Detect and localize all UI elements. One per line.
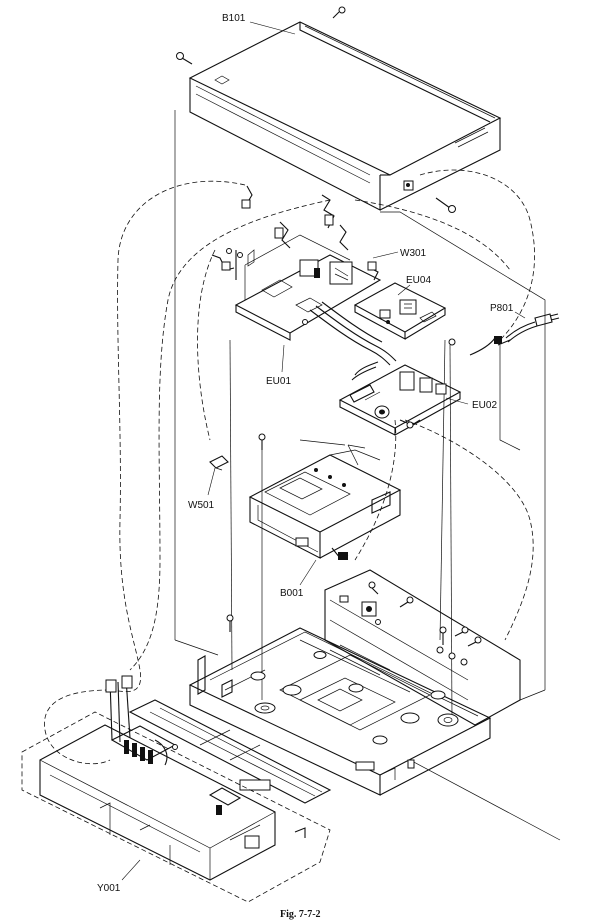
screw-icon: [332, 6, 346, 19]
label-eu01: EU01: [266, 376, 291, 387]
label-y001: Y001: [97, 883, 121, 894]
harness-loops: [44, 169, 535, 764]
screw-icon: [258, 433, 266, 450]
screw-icon: [226, 248, 232, 254]
rear-panel: [324, 569, 521, 726]
screw-icon: [439, 626, 447, 645]
screw-icon: [368, 581, 379, 595]
label-b101: B101: [222, 13, 246, 24]
label-p801: P801: [490, 303, 514, 314]
label-eu04: EU04: [406, 275, 431, 286]
assembly-guides: [174, 110, 561, 841]
screw-icon: [467, 636, 482, 647]
dvd-mechanism-b001: [248, 433, 402, 560]
label-eu02: EU02: [472, 400, 497, 411]
label-b001: B001: [280, 588, 304, 599]
label-w501: W501: [188, 500, 215, 511]
screw-icon: [448, 338, 456, 346]
screw-icon: [226, 614, 234, 632]
screw-icon: [435, 197, 456, 213]
part-labels: B101 W301 EU04 P801 EU01 EU02 W501 B001 …: [97, 13, 526, 894]
power-board-eu02: [338, 361, 462, 436]
flat-cable-w501: [209, 455, 229, 471]
power-cord-p801: [469, 313, 560, 356]
figure-caption: Fig. 7-7-2: [280, 909, 321, 920]
main-board-eu01: [211, 185, 397, 366]
bottom-chassis: [188, 248, 492, 796]
screw-icon: [399, 596, 414, 608]
label-w301: W301: [400, 248, 427, 259]
screw-icon: [176, 52, 193, 65]
screw-icon: [454, 626, 469, 637]
front-tray: [128, 699, 332, 804]
front-panel-y001: [21, 675, 331, 903]
top-cover-b101: [176, 6, 502, 213]
screw-icon: [172, 744, 178, 750]
sub-board-eu04: [353, 261, 447, 340]
